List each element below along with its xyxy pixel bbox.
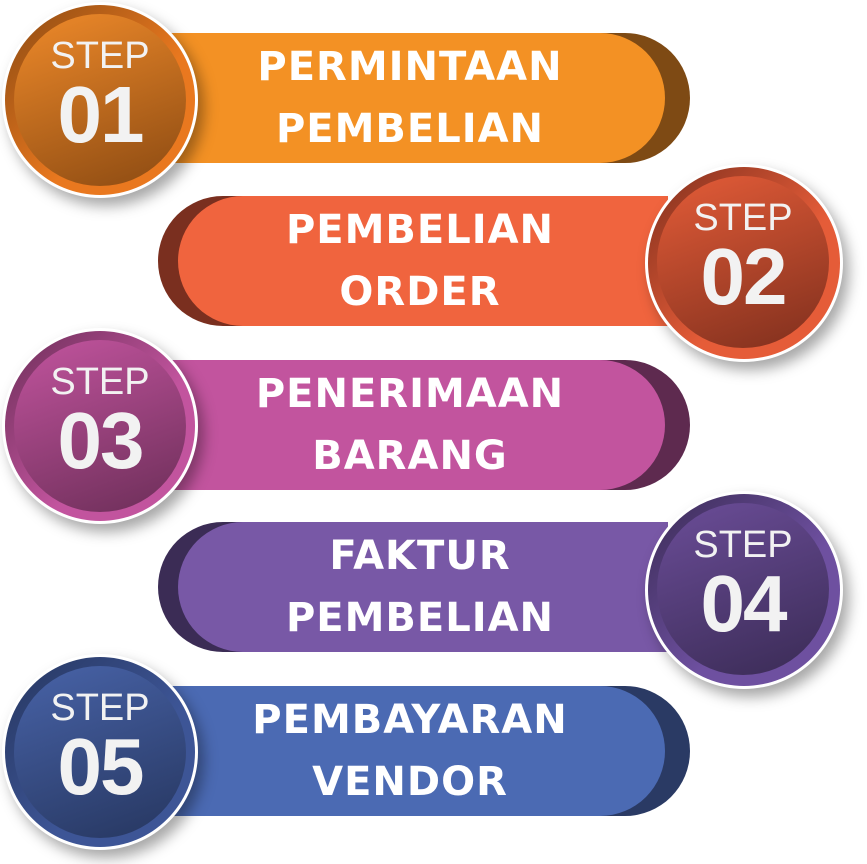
step-label: STEP — [50, 687, 150, 729]
step-title-line1: PEMBELIAN — [285, 207, 555, 253]
badge-face: STEP 01 — [14, 14, 186, 186]
step-number: 02 — [700, 232, 788, 321]
step-title-line1: FAKTUR — [329, 533, 511, 579]
step-number: 05 — [57, 722, 145, 811]
step-title-line1: PENERIMAAN — [255, 371, 565, 417]
step-bar — [170, 360, 665, 490]
step-title-line2: BARANG — [312, 433, 508, 479]
step-badge: STEP 05 — [2, 654, 198, 850]
step-title-line1: PEMBAYARAN — [252, 697, 568, 743]
step-3: PENERIMAAN BARANG STEP 03 — [0, 326, 867, 526]
step-title: PERMINTAAN PEMBELIAN — [190, 33, 630, 163]
step-2: PEMBELIAN ORDER STEP 02 — [0, 162, 867, 362]
step-4: FAKTUR PEMBELIAN STEP 04 — [0, 489, 867, 689]
step-label: STEP — [693, 524, 793, 566]
step-title-line2: PEMBELIAN — [275, 106, 545, 152]
step-title-line2: PEMBELIAN — [285, 595, 555, 641]
step-number: 01 — [57, 70, 145, 159]
step-title-line2: ORDER — [339, 269, 501, 315]
step-bar — [178, 522, 668, 652]
step-number: 04 — [700, 559, 788, 648]
step-bar — [170, 33, 665, 163]
badge-face: STEP 04 — [657, 503, 829, 675]
step-title: PENERIMAAN BARANG — [190, 360, 630, 490]
badge-face: STEP 02 — [657, 176, 829, 348]
badge-face: STEP 05 — [14, 666, 186, 838]
step-number: 03 — [57, 396, 145, 485]
step-title-line1: PERMINTAAN — [257, 44, 563, 90]
badge-face: STEP 03 — [14, 340, 186, 512]
step-1: PERMINTAAN PEMBELIAN STEP 01 — [0, 0, 867, 200]
step-label: STEP — [50, 361, 150, 403]
step-title: PEMBAYARAN VENDOR — [190, 686, 630, 816]
step-title: FAKTUR PEMBELIAN — [210, 522, 630, 652]
step-badge: STEP 02 — [645, 164, 843, 362]
step-badge: STEP 03 — [2, 328, 198, 524]
step-badge: STEP 04 — [645, 491, 843, 689]
step-title-line2: VENDOR — [312, 759, 508, 805]
step-5: PEMBAYARAN VENDOR STEP 05 — [0, 652, 867, 852]
step-title: PEMBELIAN ORDER — [210, 196, 630, 326]
step-label: STEP — [50, 35, 150, 77]
step-label: STEP — [693, 197, 793, 239]
step-bar — [178, 196, 668, 326]
step-bar — [170, 686, 665, 816]
step-badge: STEP 01 — [2, 2, 198, 198]
